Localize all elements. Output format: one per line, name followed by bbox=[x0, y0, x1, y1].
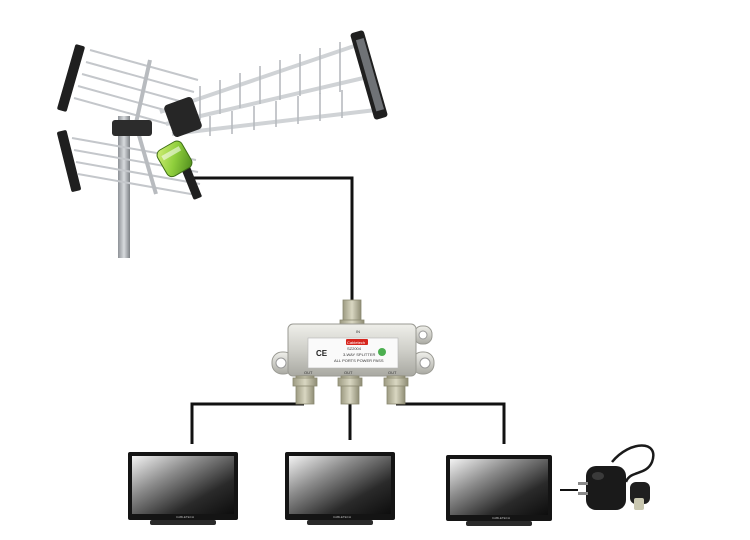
tv-2-brand: CABLETECH bbox=[333, 515, 351, 519]
antenna-reflector-upper-bracket bbox=[57, 44, 85, 112]
antenna-head-unit bbox=[164, 97, 202, 137]
antenna-directors bbox=[199, 42, 343, 136]
tv-3: CABLETECH bbox=[446, 455, 552, 526]
splitter-model: SZ2004 bbox=[347, 346, 362, 351]
tv-2: CABLETECH bbox=[285, 452, 395, 525]
cable-antenna-to-splitter bbox=[186, 176, 354, 300]
splitter-type: 3-WAY SPLITTER bbox=[343, 352, 375, 357]
cable-splitter-to-tv-1 bbox=[190, 402, 304, 444]
tv-1-stand bbox=[150, 520, 216, 525]
power-adapter-prong-2 bbox=[578, 492, 588, 495]
antenna-front-plate bbox=[355, 38, 385, 112]
tv-1: CABLETECH bbox=[128, 452, 238, 525]
splitter: CE Cabletech SZ2004 3-WAY SPLITTER ALL P… bbox=[271, 299, 435, 405]
antenna-mast bbox=[118, 116, 130, 258]
power-adapter-prong-1 bbox=[578, 482, 588, 485]
power-adapter-cable bbox=[611, 444, 655, 483]
tv-1-brand: CABLETECH bbox=[176, 515, 194, 519]
antenna-head-clamp bbox=[112, 120, 152, 136]
tv-1-screen bbox=[132, 456, 234, 514]
tv-3-brand: CABLETECH bbox=[492, 516, 510, 520]
splitter-output-connectors bbox=[292, 375, 409, 405]
tv-3-screen bbox=[450, 459, 548, 515]
tv-2-screen bbox=[289, 456, 391, 514]
power-inserter-connector bbox=[634, 498, 644, 510]
splitter-port-out-2-label: OUT bbox=[344, 370, 353, 375]
antenna bbox=[57, 30, 388, 258]
antenna-reflector-lower-bracket bbox=[57, 130, 81, 192]
splitter-brand-badge bbox=[346, 339, 368, 345]
cable-splitter-to-tv-3 bbox=[396, 402, 506, 444]
splitter-port-out-1-label: OUT bbox=[304, 370, 313, 375]
power-adapter-body bbox=[586, 466, 626, 510]
tv-2-stand bbox=[307, 520, 373, 525]
splitter-brand: Cabletech bbox=[347, 340, 365, 345]
splitter-port-out-3-label: OUT bbox=[388, 370, 397, 375]
power-adapter bbox=[578, 444, 655, 510]
recycle-icon bbox=[378, 348, 386, 356]
tv-3-stand bbox=[466, 521, 532, 526]
splitter-port-in-label: IN bbox=[356, 329, 360, 334]
splitter-ce-mark: CE bbox=[316, 349, 328, 358]
splitter-note: ALL PORTS POWER PASS bbox=[334, 358, 384, 363]
antenna-amplifier bbox=[156, 140, 193, 178]
coax-cables bbox=[186, 176, 578, 491]
